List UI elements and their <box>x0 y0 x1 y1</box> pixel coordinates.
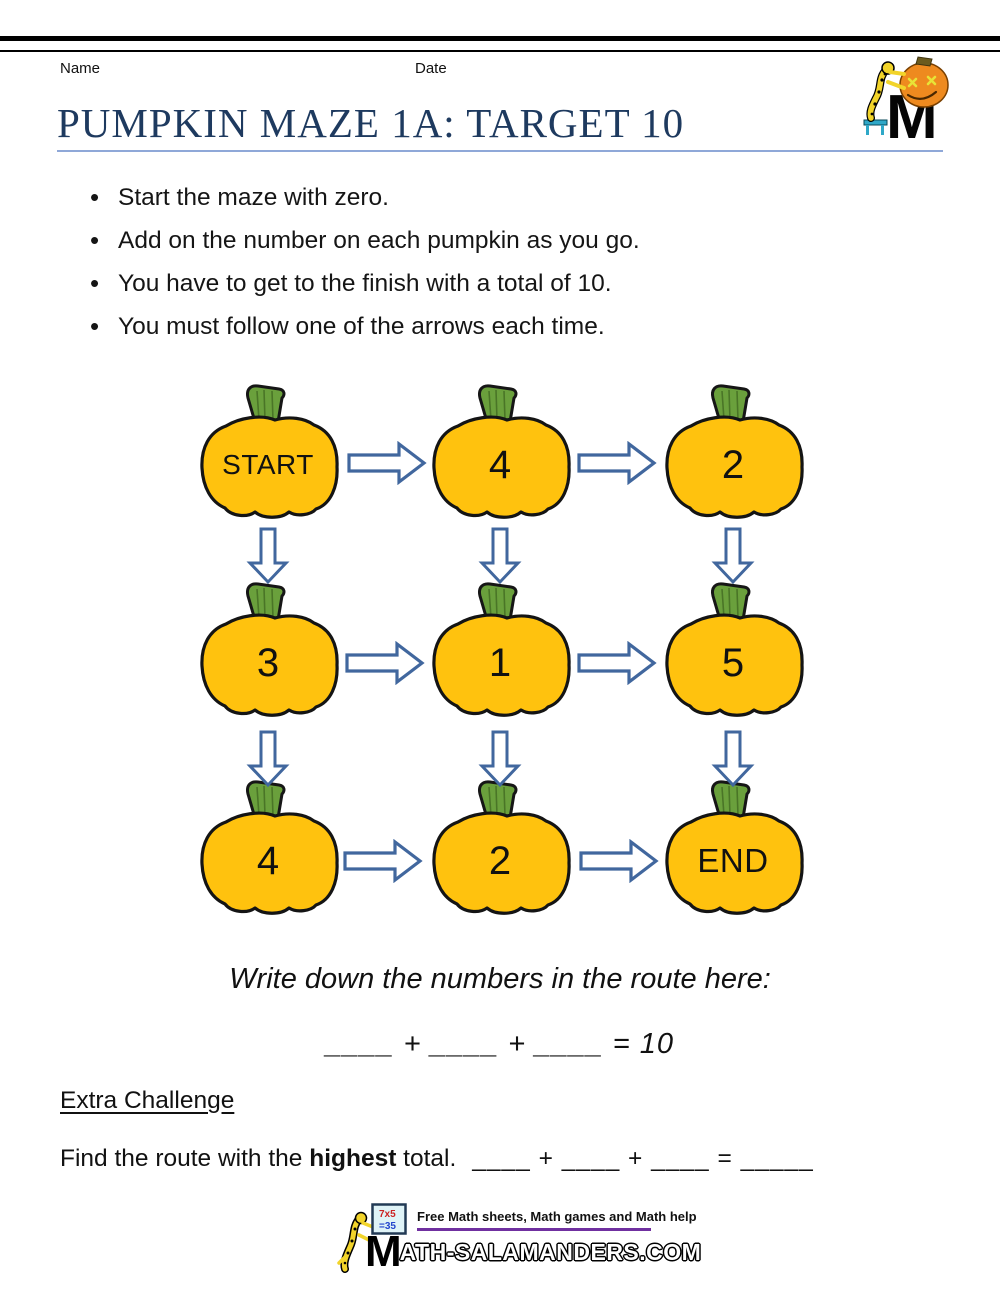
instructions-list: Start the maze with zero. Add on the num… <box>88 176 640 348</box>
arrow-right-icon <box>345 642 424 684</box>
instruction-item: Add on the number on each pumpkin as you… <box>88 219 640 262</box>
footer-purple-rule <box>417 1228 651 1231</box>
pumpkin-label: 3 <box>256 640 280 685</box>
extra-challenge-suffix: total. <box>396 1145 457 1172</box>
arrow-right-icon <box>579 840 658 882</box>
pumpkin-salamander-logo-icon: M <box>863 56 949 140</box>
pumpkin-cell-end: END <box>658 778 808 918</box>
route-equation: ____ + ____ + ____ = 10 <box>326 1028 674 1060</box>
site-footer-logo: 7x5 =35 Free Math sheets, Math games and… <box>333 1203 701 1279</box>
page-title: PUMPKIN MAZE 1A: TARGET 10 <box>57 100 685 146</box>
arrow-down-icon <box>713 730 753 787</box>
pumpkin-cell: 4 <box>193 778 343 918</box>
salamander-icon <box>337 1211 373 1273</box>
arrow-down-icon <box>480 730 520 787</box>
instruction-item: Start the maze with zero. <box>88 176 640 219</box>
name-label: Name <box>60 60 101 77</box>
pumpkin-cell: 5 <box>658 580 808 720</box>
extra-challenge-equation: ____ + ____ + ____ = _____ <box>472 1145 814 1172</box>
route-prompt: Write down the numbers in the route here… <box>229 963 771 995</box>
pumpkin-label: 4 <box>488 442 512 487</box>
arrow-down-icon <box>248 730 288 787</box>
extra-challenge-bold-word: highest <box>309 1145 397 1172</box>
wordmark-rest: ATH-SALAMANDERS.COM <box>399 1239 702 1265</box>
pumpkin-cell: 2 <box>658 382 808 522</box>
pumpkin-label: 1 <box>488 640 512 685</box>
arrow-down-icon <box>480 527 520 584</box>
arrow-down-icon <box>248 527 288 584</box>
instruction-item: You have to get to the finish with a tot… <box>88 262 640 305</box>
arrow-right-icon <box>577 642 656 684</box>
date-label: Date <box>415 60 447 77</box>
extra-challenge-heading: Extra Challenge <box>60 1087 235 1114</box>
wordmark-initial: M <box>365 1227 402 1276</box>
pumpkin-cell: 4 <box>425 382 575 522</box>
pumpkin-cell-start: START <box>193 382 343 522</box>
pumpkin-label: 5 <box>721 640 745 685</box>
pumpkin-cell: 2 <box>425 778 575 918</box>
pumpkin-label: START <box>222 449 314 480</box>
instruction-item: You must follow one of the arrows each t… <box>88 305 640 348</box>
arrow-right-icon <box>343 840 422 882</box>
top-border-rule <box>0 36 1000 52</box>
svg-text:7x5: 7x5 <box>379 1209 396 1220</box>
pumpkin-label: 4 <box>256 838 280 883</box>
pumpkin-label: END <box>697 842 769 879</box>
pumpkin-cell: 3 <box>193 580 343 720</box>
pumpkin-cell: 1 <box>425 580 575 720</box>
extra-challenge-line: Find the route with the highest total. __… <box>60 1145 814 1173</box>
arrow-down-icon <box>713 527 753 584</box>
pumpkin-label: 2 <box>721 442 745 487</box>
svg-text:=35: =35 <box>379 1221 396 1232</box>
extra-challenge-prefix: Find the route with the <box>60 1145 310 1172</box>
math-board-icon: 7x5 =35 <box>371 1203 407 1235</box>
arrow-right-icon <box>347 442 426 484</box>
footer-wordmark: MATH-SALAMANDERS.COM <box>365 1227 701 1277</box>
footer-tagline: Free Math sheets, Math games and Math he… <box>417 1209 697 1224</box>
title-underline-rule <box>57 150 943 152</box>
arrow-right-icon <box>577 442 656 484</box>
pumpkin-label: 2 <box>488 838 512 883</box>
